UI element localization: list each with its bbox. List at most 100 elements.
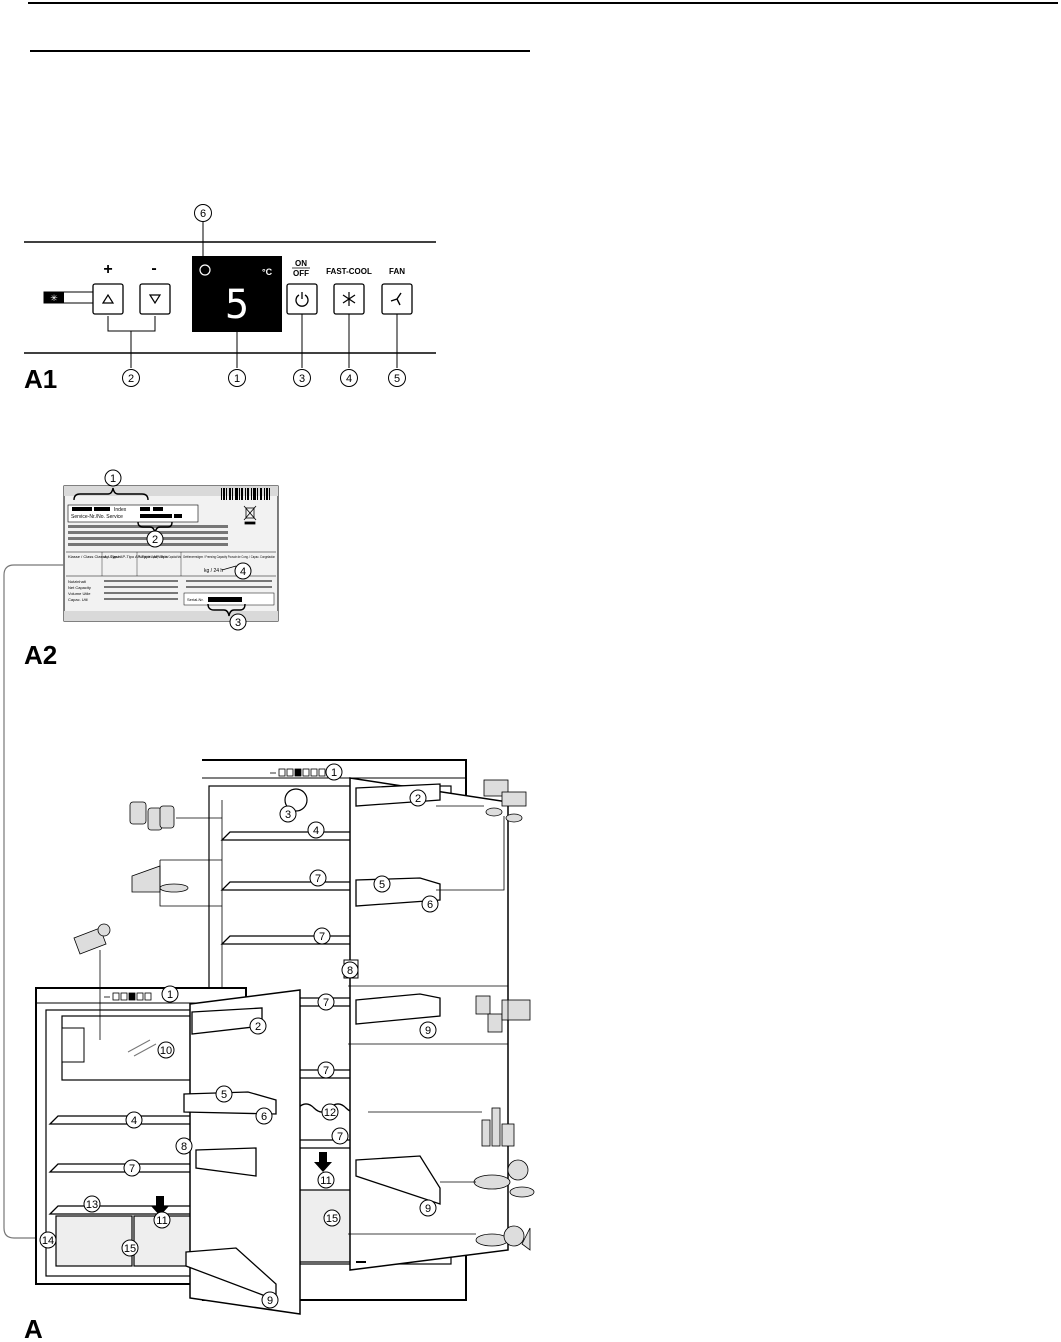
svg-text:4: 4 [240,566,246,578]
snowflake-icon [342,292,356,306]
vegetables-icon [475,1225,531,1251]
callout-1: 1 [228,369,246,387]
svg-text:5: 5 [221,1089,227,1101]
plate-callout-2: 2 [146,530,164,548]
svg-text:8: 8 [347,965,353,977]
minus-symbol: - [151,260,156,277]
yogurt-icon [475,995,531,1033]
callout-5: 5 [388,369,406,387]
alarm-icon [199,264,211,276]
plus-symbol: + [103,261,112,278]
svg-text:4: 4 [313,825,319,837]
svg-text:✳: ✳ [50,293,58,303]
figure-a2-label: A2 [24,640,57,670]
unit-label: °C [262,267,273,277]
fast-cool-label: FAST-COOL [326,267,372,276]
svg-text:7: 7 [337,1131,343,1143]
food-jars-icon [129,801,175,831]
small-callouts: 1 2 10 5 6 4 8 7 13 11 14 15 9 [39,985,279,1309]
rating-plate-figure: Index Service-Nr./No. Service Klasse / C… [24,469,279,670]
freezing-header: Gefriervermögen / Freezing Capacity Pouv… [183,554,275,559]
on-label: ON [295,259,307,268]
plate-callout-1: 1 [104,469,122,487]
index-label: Index [114,507,127,513]
svg-text:13: 13 [86,1199,98,1211]
svg-text:7: 7 [129,1163,135,1175]
volume-header: Nutzinhalt / Net Capacity Volume Net / C… [139,554,181,559]
figure-a1-label: A1 [24,364,57,394]
section-rule [30,50,530,52]
on-off-button[interactable] [286,283,318,315]
arrow-down-icon [151,1196,169,1216]
svg-text:10: 10 [160,1045,172,1057]
weee-bin-icon [243,505,257,525]
svg-text:7: 7 [323,997,329,1009]
svg-text:2: 2 [128,373,134,385]
svg-text:4: 4 [346,373,352,385]
bottles-icon [481,1107,515,1147]
svg-text:3: 3 [235,617,241,629]
svg-text:2: 2 [255,1021,261,1033]
callout-3: 3 [293,369,311,387]
svg-text:9: 9 [425,1025,431,1037]
callout-2: 2 [122,369,140,387]
temperature-display: °C 5 [192,256,282,332]
tall-callouts: 1 2 3 4 5 6 7 7 8 7 9 7 12 7 11 15 9 [279,763,439,1227]
ap-header: Ap-Typ / AP-Tipo AP-Type / AP-Tipo [104,554,169,559]
page-top-rule [28,2,1058,4]
temperature-value: 5 [225,282,249,328]
control-panel-figure: ✳ + - °C 5 ON OFF [24,204,436,394]
fast-cool-button[interactable] [333,283,365,315]
plate-callout-4: 4 [234,562,252,580]
callout-4: 4 [340,369,358,387]
svg-text:2: 2 [152,534,158,546]
svg-text:6: 6 [427,899,433,911]
tall-control-strip [270,768,326,777]
svg-text:6: 6 [261,1111,267,1123]
svg-text:7: 7 [323,1065,329,1077]
svg-text:12: 12 [324,1107,336,1119]
svg-text:15: 15 [326,1213,338,1225]
ice-cream-icon [73,923,111,955]
svg-text:11: 11 [156,1215,167,1227]
fan-button[interactable] [381,283,413,315]
svg-text:5: 5 [394,373,400,385]
svg-text:7: 7 [315,873,321,885]
triangle-down-icon [148,294,162,305]
small-fridge [35,987,301,1315]
svg-text:5: 5 [379,879,385,891]
arrow-down-icon [314,1152,332,1172]
svg-text:8: 8 [181,1141,187,1153]
svg-text:1: 1 [167,989,173,1001]
svg-text:14: 14 [42,1235,54,1247]
svg-text:4: 4 [131,1115,137,1127]
figure-a-label: A [24,1314,43,1342]
temp-up-button[interactable] [92,283,124,315]
plate-row-2: Net Capacity [68,585,91,590]
svg-text:11: 11 [320,1175,331,1187]
off-label: OFF [293,269,309,278]
service-label: Service-Nr./No. Service [71,514,123,520]
plate-row-1: Nutzinhalt [68,579,87,584]
fan-icon [390,292,402,306]
svg-text:3: 3 [285,809,291,821]
plate-location-connector [3,564,64,1239]
serial-label: Serial-Nr. [187,597,204,602]
svg-text:15: 15 [124,1243,136,1255]
fan-icon [284,788,308,812]
temp-down-button[interactable] [139,283,171,315]
cheese-icon [483,779,527,823]
svg-text:9: 9 [267,1295,273,1307]
svg-text:1: 1 [331,767,337,779]
fan-label: FAN [389,267,405,276]
svg-text:9: 9 [425,1203,431,1215]
svg-text:6: 6 [200,208,206,220]
small-control-strip [104,992,152,1001]
svg-text:3: 3 [299,373,305,385]
power-icon [295,294,309,307]
plate-row-3: Volume Utile [68,591,91,596]
callout-6: 6 [194,204,212,222]
svg-text:1: 1 [110,473,116,485]
class-header: Klasse / Class Classe / Clase [68,554,121,559]
